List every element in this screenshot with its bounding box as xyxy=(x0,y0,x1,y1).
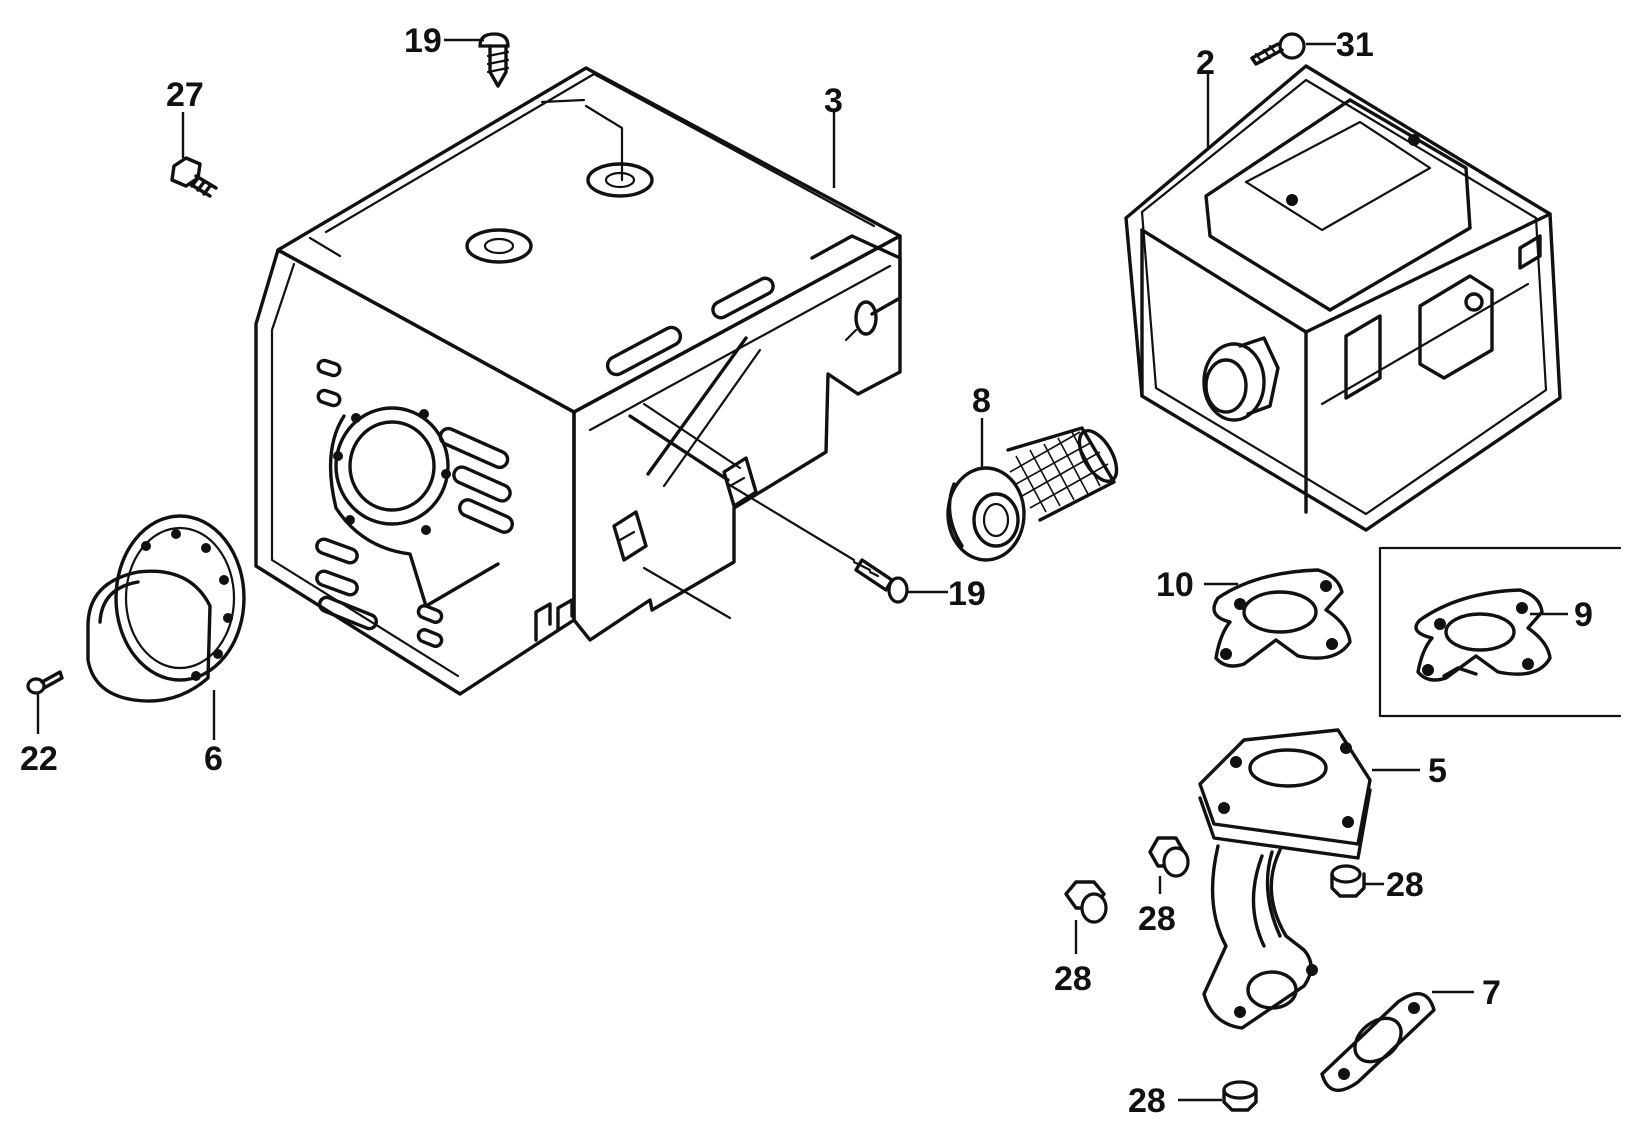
callout-19-top: 19 xyxy=(404,22,442,60)
callout-9: 9 xyxy=(1574,596,1593,634)
part-19-side-screw[interactable] xyxy=(852,558,909,604)
callout-28-bottom: 28 xyxy=(1128,1082,1166,1120)
part-27-bolt[interactable] xyxy=(170,156,218,198)
part-10-gasket[interactable] xyxy=(1212,568,1352,668)
part-22-screw[interactable] xyxy=(26,670,64,695)
axis-line-19-b xyxy=(642,566,732,620)
callout-10: 10 xyxy=(1156,566,1194,604)
part-31-screw[interactable] xyxy=(1250,32,1306,66)
callout-28-mid: 28 xyxy=(1138,900,1176,938)
axis-line-19 xyxy=(726,482,856,562)
callout-2: 2 xyxy=(1196,44,1215,82)
callout-31: 31 xyxy=(1336,26,1374,64)
part-7-gasket[interactable] xyxy=(1320,992,1436,1092)
callout-28-left: 28 xyxy=(1054,960,1092,998)
callout-27: 27 xyxy=(166,76,204,114)
part-28-nut-left[interactable] xyxy=(1064,880,1108,924)
part-3-muffler-cover[interactable] xyxy=(254,66,902,696)
callout-19-side: 19 xyxy=(948,575,986,613)
part-28-nut-bottom[interactable] xyxy=(1222,1080,1258,1112)
part-28-nut-mid[interactable] xyxy=(1148,836,1190,878)
part-5-exhaust-pipe[interactable] xyxy=(1198,728,1372,1030)
part-8-spark-arrester[interactable] xyxy=(946,425,1124,562)
part-2-muffler[interactable] xyxy=(1124,64,1562,532)
part-9-frame xyxy=(1378,546,1622,718)
callout-3: 3 xyxy=(824,82,843,120)
part-28-nut-right[interactable] xyxy=(1330,864,1366,898)
callout-28-right: 28 xyxy=(1386,866,1424,904)
callout-7: 7 xyxy=(1482,974,1501,1012)
part-9-gasket[interactable] xyxy=(1414,588,1552,682)
callout-5: 5 xyxy=(1428,752,1447,790)
part-6-muffler-protector[interactable] xyxy=(86,514,246,703)
callout-8: 8 xyxy=(972,382,991,420)
callout-22: 22 xyxy=(20,740,58,778)
part-19-top-screw[interactable] xyxy=(478,32,510,88)
callout-6: 6 xyxy=(204,740,223,778)
